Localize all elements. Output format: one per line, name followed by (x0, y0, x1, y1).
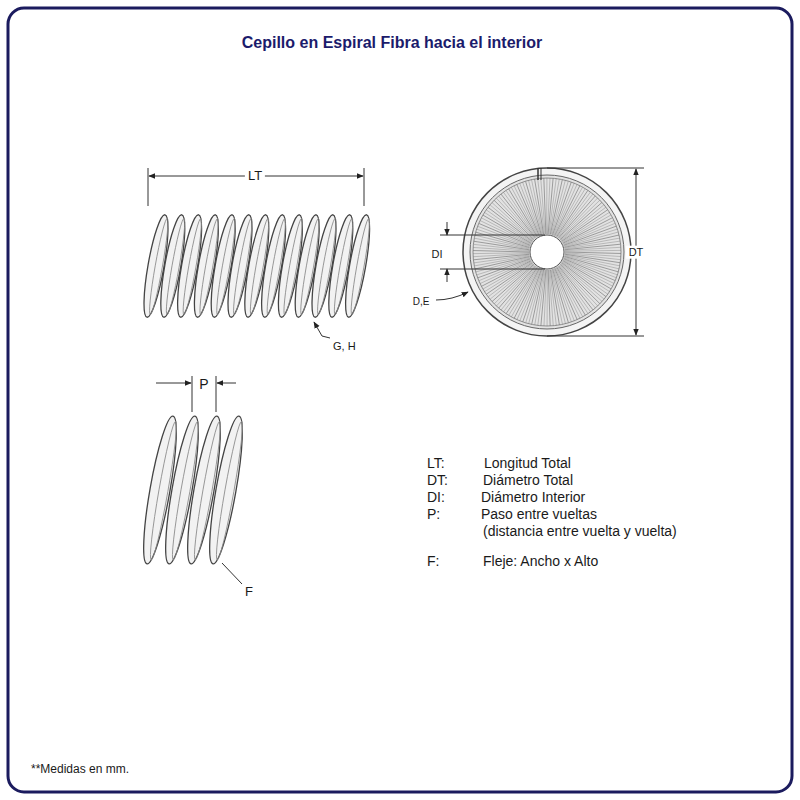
de-leader (436, 292, 468, 300)
bristle (560, 264, 600, 303)
bristle (565, 250, 621, 252)
key-text: Paso entre vueltas (481, 506, 597, 522)
bristle (552, 181, 568, 235)
key-symbol: DI: (427, 489, 445, 505)
coil-turn (341, 213, 375, 318)
bristle (501, 194, 536, 238)
key-symbol: F: (427, 553, 439, 569)
gh-leader (314, 322, 330, 338)
frame (8, 8, 792, 792)
bristle (486, 210, 532, 242)
spring-side-view (139, 213, 374, 318)
bristle (563, 223, 615, 244)
spring-detail-view (137, 414, 249, 565)
coil-edge (348, 218, 372, 316)
bristle (523, 182, 541, 235)
bristle (544, 178, 546, 234)
bristle (547, 270, 548, 326)
bristle (564, 235, 619, 247)
bristle (549, 270, 553, 326)
bristle (553, 183, 574, 235)
bristle (488, 207, 532, 241)
bristle (561, 207, 606, 241)
lt-dimension (148, 168, 364, 206)
coil-edge (191, 420, 224, 560)
dimension-label: DI (429, 248, 446, 261)
bristle (550, 270, 559, 325)
bristle (511, 187, 538, 236)
bristle (496, 265, 535, 306)
bristle (550, 270, 557, 326)
bristle (504, 267, 537, 312)
bristle (565, 247, 621, 250)
callout-label: F (245, 585, 253, 600)
bristle (478, 226, 530, 246)
key-text: Diámetro Total (483, 472, 573, 488)
bristle (479, 259, 531, 280)
bristle (565, 244, 621, 250)
bristle (546, 178, 547, 234)
title: Cepillo en Espiral Fibra hacia el interi… (242, 34, 543, 52)
bristle (557, 267, 588, 314)
key-symbol: DT: (427, 472, 448, 488)
bristle (553, 269, 571, 322)
bristle (526, 269, 542, 323)
bristle (473, 254, 529, 260)
bristle (520, 183, 540, 235)
p-dimension (156, 376, 236, 412)
di-dimension (440, 222, 545, 282)
bristle (520, 269, 541, 321)
bristle (501, 266, 536, 310)
bristle (557, 192, 590, 237)
end-view (463, 168, 631, 336)
bristle (473, 254, 529, 257)
bristle (559, 198, 598, 239)
bristle (475, 256, 530, 268)
key-symbol: P: (427, 506, 440, 522)
key-text: Diámetro Interior (481, 489, 585, 505)
bristle (562, 262, 608, 294)
bristle (556, 268, 583, 317)
bristle (476, 257, 530, 272)
bristle (552, 269, 566, 323)
dimension-label: LT (245, 169, 265, 184)
bristle (529, 180, 543, 234)
bristle (560, 200, 600, 239)
bristle (548, 270, 550, 326)
bristle (494, 265, 534, 304)
bristle (473, 252, 529, 254)
callout-label: G, H (333, 340, 356, 353)
coil-edge (147, 420, 180, 560)
bristle (506, 190, 537, 237)
coil-edge (213, 420, 246, 560)
bristle (561, 263, 604, 299)
bristle (558, 194, 593, 238)
bristle (535, 179, 544, 234)
coil-edge (169, 420, 202, 560)
bristle (538, 179, 545, 235)
bristle (554, 269, 574, 321)
bristle (558, 266, 593, 310)
dimension-label: DT (626, 246, 647, 259)
bristle (564, 258, 616, 278)
bristle (562, 263, 606, 297)
key-text: Fleje: Ancho x Alto (483, 553, 598, 569)
callout-label: D,E (413, 296, 430, 308)
bristle (541, 178, 545, 234)
coil-turn (203, 414, 249, 565)
dimension-label: P (196, 376, 211, 392)
bristle (558, 266, 591, 311)
key-text: Longitud Total (484, 455, 571, 471)
bristle (494, 200, 534, 239)
note: **Medidas en mm. (31, 763, 129, 777)
f-leader (222, 563, 242, 584)
bristle (488, 263, 533, 297)
bristle (564, 232, 618, 247)
key-text: (distancia entre vuelta y vuelta) (483, 523, 677, 539)
bristle (503, 192, 536, 237)
key-symbol: LT: (427, 455, 445, 471)
